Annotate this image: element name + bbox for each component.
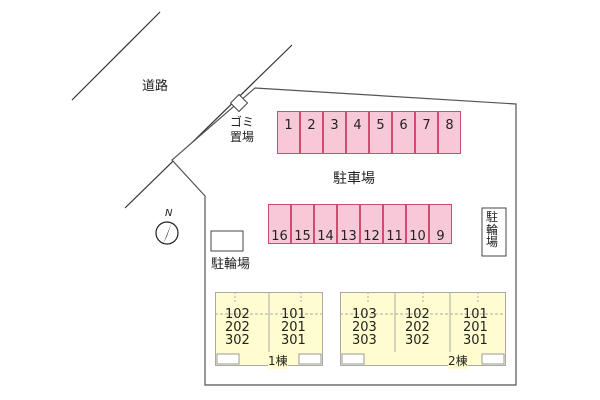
building-1-plan: [215, 292, 323, 365]
building-2-units-a: 103 203 303: [352, 307, 377, 348]
road-line-1: [71, 11, 161, 101]
north-label: N: [165, 208, 173, 219]
building-2-label: 2棟: [448, 352, 468, 369]
parking-stall-2: 2: [300, 111, 323, 154]
parking-stall-4: 4: [346, 111, 369, 154]
building-1-right-units: 101 201 301: [281, 307, 306, 348]
trash-label-bottom: 置場: [230, 130, 255, 144]
bike-parking-left-box: [210, 230, 244, 252]
parking-stall-6: 6: [392, 111, 415, 154]
building-2: [340, 292, 506, 366]
building-1-left-units: 102 202 302: [225, 307, 250, 348]
parking-stall-10: 10: [406, 204, 429, 244]
building-2-units-b: 102 202 302: [405, 307, 430, 348]
parking-label: 駐車場: [333, 171, 375, 187]
parking-stall-9: 9: [429, 204, 452, 244]
building-2-plan: [340, 292, 506, 365]
parking-stall-15: 15: [291, 204, 314, 244]
parking-stall-11: 11: [383, 204, 406, 244]
parking-stall-5: 5: [369, 111, 392, 154]
bike-parking-left-label: 駐輪場: [211, 257, 251, 272]
parking-stall-16: 16: [268, 204, 291, 244]
parking-stall-3: 3: [323, 111, 346, 154]
building-1-label: 1棟: [268, 352, 288, 369]
road-line-2: [124, 44, 293, 209]
bike-parking-right-label: 駐 輪 場: [486, 210, 499, 250]
parking-stall-1: 1: [277, 111, 300, 154]
bike-parking-right-box: [481, 207, 507, 257]
parking-stall-8: 8: [438, 111, 461, 154]
trash-icon: [229, 93, 249, 113]
trash-label-top: ゴミ: [230, 115, 255, 129]
building-2-units-c: 101 201 301: [463, 307, 488, 348]
road-label: 道路: [142, 79, 169, 94]
parking-stall-7: 7: [415, 111, 438, 154]
parking-stall-12: 12: [360, 204, 383, 244]
north-compass-icon: [155, 221, 179, 245]
parking-stall-13: 13: [337, 204, 360, 244]
parking-stall-14: 14: [314, 204, 337, 244]
